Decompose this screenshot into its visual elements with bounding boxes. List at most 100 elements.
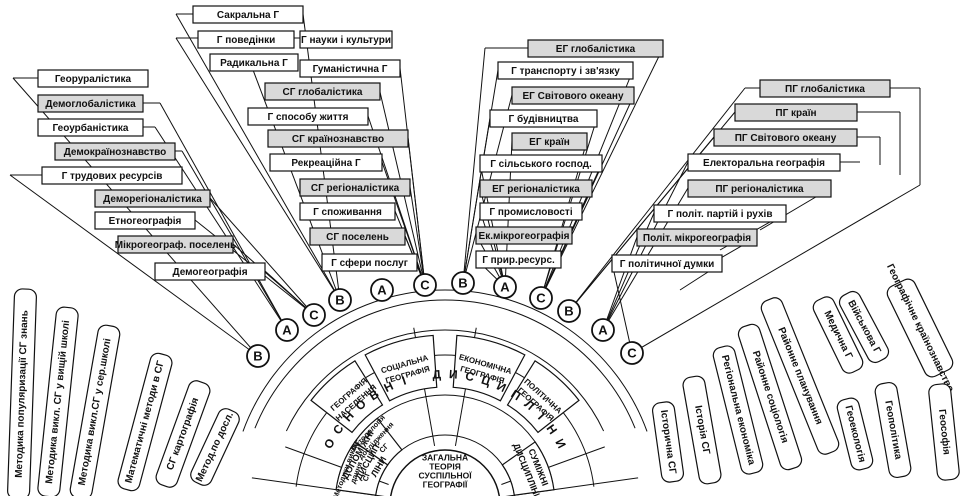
topic-box bbox=[94, 211, 196, 230]
topic-box-label: ЕГ країн bbox=[529, 137, 570, 148]
topic-box bbox=[653, 204, 787, 223]
topic-box-label: Гуманістична Г bbox=[313, 64, 388, 75]
topic-box bbox=[489, 109, 598, 128]
topic-box-label: ПГ регіоналістика bbox=[715, 184, 804, 195]
topic-box-label: ЕГ регіоналістика bbox=[492, 184, 580, 195]
topic-box-label: Г промисловості bbox=[489, 207, 572, 218]
inner-label-char: И bbox=[449, 367, 458, 382]
topic-box bbox=[479, 202, 583, 221]
right-outer-box: Історія СГ bbox=[682, 375, 722, 485]
center-title: ТЕОРІЯ bbox=[429, 461, 461, 471]
topic-box bbox=[479, 154, 603, 173]
left-outer-box: Методика викл.СГ у сер.школі bbox=[69, 324, 121, 496]
topic-box-label: Рекреаційна Г bbox=[291, 158, 361, 169]
topic-box-label: СГ поселень bbox=[326, 232, 389, 243]
topic-box bbox=[37, 94, 144, 113]
topic-box bbox=[299, 202, 396, 221]
topic-box-label: Г науки і культури bbox=[301, 35, 391, 46]
topic-box-label: СГ глобалістика bbox=[283, 86, 363, 98]
topic-box-label: Сакральна Г bbox=[217, 10, 279, 21]
topic-box-label: СГ країнознавство bbox=[292, 134, 384, 145]
topic-box bbox=[264, 82, 381, 101]
level-circle bbox=[246, 344, 270, 368]
topic-box bbox=[267, 129, 409, 148]
topic-box bbox=[687, 153, 841, 172]
level-circle bbox=[529, 286, 553, 310]
inner-label-char: Д bbox=[432, 367, 442, 382]
topic-box bbox=[37, 69, 149, 88]
topic-box bbox=[527, 39, 664, 58]
sector-social-geography bbox=[364, 334, 438, 402]
topic-box bbox=[479, 179, 593, 198]
topic-box bbox=[611, 254, 723, 273]
topic-box bbox=[497, 61, 634, 80]
level-circle bbox=[493, 275, 517, 299]
topic-box-label: Г політ. партій і рухів bbox=[668, 209, 773, 220]
topic-box bbox=[299, 59, 401, 78]
topic-box bbox=[511, 132, 588, 151]
topic-box-label: Г будівництва bbox=[509, 113, 579, 125]
topic-box-label: Георуралістика bbox=[55, 74, 132, 85]
topic-box-label: Г транспорту і зв'язку bbox=[511, 66, 620, 77]
topic-box-label: Г сільського господ. bbox=[490, 159, 592, 170]
topic-box-label: ПГ країн bbox=[775, 108, 816, 119]
topic-box bbox=[209, 53, 299, 72]
center-title: СУСПІЛЬНОЇ bbox=[418, 470, 472, 480]
inner-label-char: О bbox=[321, 436, 338, 451]
topic-box-label: Ек.мікрогеографія bbox=[479, 230, 570, 242]
topic-box-label: ЕГ Світового океану bbox=[522, 91, 623, 102]
topic-box-label: Електоральна географія bbox=[703, 157, 825, 169]
topic-box bbox=[154, 262, 266, 281]
level-circle bbox=[302, 303, 326, 327]
topic-box bbox=[197, 30, 295, 49]
topic-box bbox=[54, 142, 176, 161]
sector-population-geography bbox=[310, 360, 384, 434]
level-circle-letter: C bbox=[627, 345, 637, 360]
level-circle-letter: A bbox=[282, 322, 292, 337]
topic-box bbox=[475, 226, 573, 245]
level-circle-letter: C bbox=[536, 290, 546, 305]
topic-box-label: Етногеографія bbox=[109, 215, 182, 227]
inner-label-char: И bbox=[552, 436, 568, 450]
topic-box bbox=[734, 103, 858, 122]
level-circle bbox=[328, 288, 352, 312]
level-circle bbox=[413, 273, 437, 297]
topic-box bbox=[636, 228, 758, 247]
center-core bbox=[390, 449, 500, 496]
topic-box bbox=[321, 253, 418, 272]
level-circle-letter: C bbox=[420, 277, 430, 292]
population-topic-boxes: ГеоруралістикаДемоглобалістикаГеоурбаніс… bbox=[37, 69, 266, 281]
topic-box bbox=[511, 86, 635, 105]
topic-box-label: Радикальна Г bbox=[220, 58, 288, 69]
right-outer-box: Медична Г bbox=[812, 296, 864, 374]
center-title: ГЕОГРАФІЇ bbox=[423, 479, 468, 489]
topic-box bbox=[759, 79, 891, 98]
topic-box-label: Політ. мікрогеографія bbox=[643, 232, 751, 244]
level-circle bbox=[620, 341, 644, 365]
topic-box-label: Г споживання bbox=[313, 207, 382, 218]
level-circle-letter: A bbox=[377, 282, 387, 297]
level-circle bbox=[591, 318, 615, 342]
topic-box-label: Демокраїнознавство bbox=[64, 147, 167, 158]
topic-box-label: Г трудових ресурсів bbox=[62, 171, 163, 182]
topic-box bbox=[269, 153, 383, 172]
topic-box-label: Демоглобалістика bbox=[45, 98, 136, 110]
level-circle bbox=[370, 278, 394, 302]
level-circle-letter: A bbox=[500, 279, 510, 294]
topic-box-label: Демогеографія bbox=[172, 266, 247, 278]
inner-label-char: І bbox=[400, 374, 408, 388]
level-circle bbox=[451, 271, 475, 295]
right-outer-box: Географічне країнознавство bbox=[884, 262, 957, 394]
level-circle bbox=[275, 318, 299, 342]
level-circle-letter: B bbox=[564, 303, 573, 318]
right-outer-box-label: Географічне країнознавство bbox=[884, 262, 957, 394]
topic-box bbox=[41, 166, 183, 185]
topic-box-label: ПГ Світового океану bbox=[735, 133, 837, 144]
right-outer-box: Геософія bbox=[928, 383, 960, 481]
right-outer-box: Геополітика bbox=[874, 381, 912, 479]
